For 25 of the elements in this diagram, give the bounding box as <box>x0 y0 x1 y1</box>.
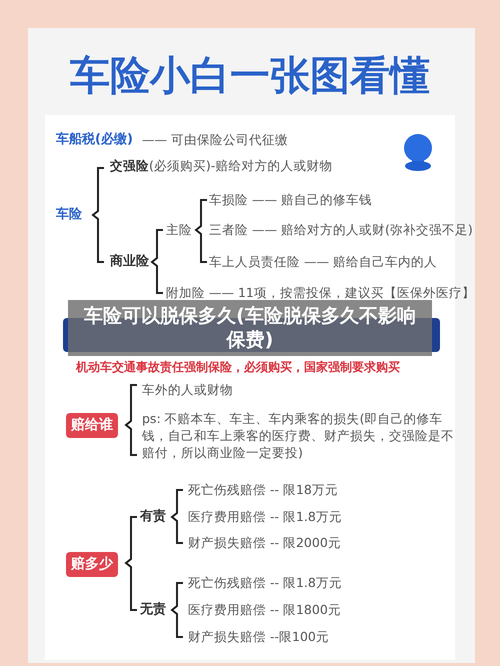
item-text: 车损险 —— 赔自己的修车钱 <box>209 192 372 208</box>
item-text: 车外的人或财物 <box>142 382 233 398</box>
branch-text: 无责 <box>140 602 166 618</box>
label-badge: 赔多少 <box>66 552 118 577</box>
warning-text: 机动车交通事故责任强制保险，必须购买，国家强制要求购买 <box>76 359 400 375</box>
item-text: 医疗费用赔偿 -- 限1800元 <box>188 602 341 618</box>
item-text: 车上人员责任险 —— 赔给自己车内的人 <box>209 254 437 270</box>
title: 车险小白一张图看懂 <box>69 52 431 100</box>
caption-overlay: 车险可以脱保多久(车险脱保多久不影响保费) <box>68 300 432 356</box>
branch-text: 主险 <box>166 222 192 238</box>
item-text: 财产损失赔偿 --限100元 <box>188 629 329 645</box>
section-heading: 车险 <box>56 207 82 223</box>
branch-text: 交强险(必须购买)-赔给对方的人或财物 <box>110 158 332 174</box>
item-text: 财产损失赔偿 -- 限2000元 <box>188 535 341 551</box>
label-badge: 赔给谁 <box>66 413 118 438</box>
item-text: 医疗费用赔偿 -- 限1.8万元 <box>188 509 342 525</box>
item-text: 三者险 —— 赔给对方的人或财(弥补交强不足) <box>209 222 473 238</box>
section-heading: 车船税(必缴) <box>56 132 133 148</box>
branch-text: 附加险 —— 11项，按需投保，建议买【医保外医疗】 <box>166 285 475 301</box>
note-paragraph: ps: 不赔本车、车主、车内乘客的损失(即自己的修车钱，自己和车上乘客的医疗费、财产损失，交强险是不赔付，所以商业险一定要投) <box>142 410 454 461</box>
note-text: —— 可由保险公司代征缴 <box>142 132 288 148</box>
branch-text: 有责 <box>140 509 166 525</box>
item-text: 死亡伤残赔偿 -- 限18万元 <box>188 482 338 498</box>
item-text: 死亡伤残赔偿 -- 限1.8万元 <box>188 575 342 591</box>
branch-text: 商业险 <box>110 254 149 270</box>
